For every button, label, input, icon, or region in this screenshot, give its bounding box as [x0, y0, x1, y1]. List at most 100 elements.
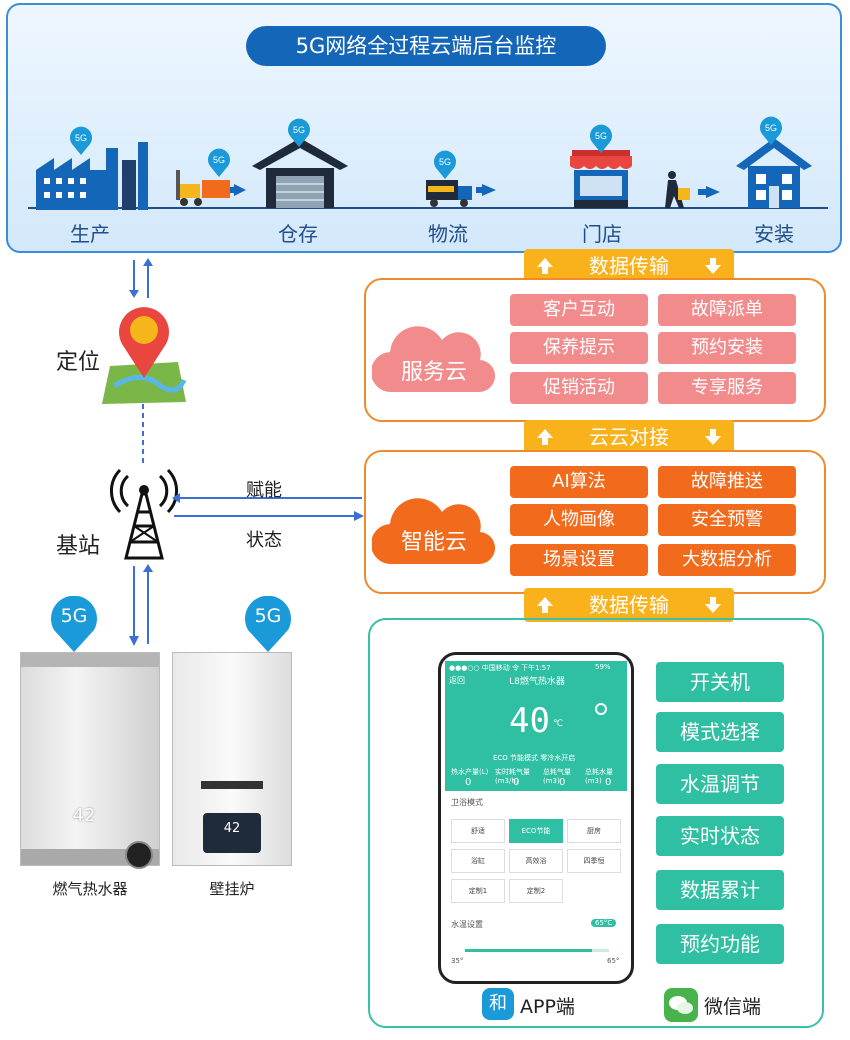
phone-stat-label-2: 总耗气量(m3): [543, 768, 571, 785]
wechat-label: 微信端: [704, 996, 762, 1018]
phone-stat-value-2: 0: [559, 777, 566, 788]
smart-item-fault-push: 故障推送: [658, 466, 796, 498]
service-item-customer-interaction: 客户互动: [510, 294, 648, 326]
svg-text:5G: 5G: [439, 157, 451, 167]
base-station-label: 基站: [56, 534, 101, 559]
store-icon: [570, 150, 632, 208]
heater-label: 燃气热水器: [52, 880, 128, 898]
phone-status-left: ●●●○○ 中国移动 令: [449, 664, 519, 672]
phone-mockup: ●●●○○ 中国移动 令 下午1:57 59% 返回 L8燃气热水器 40 ℃ …: [438, 652, 634, 984]
service-cloud-icon: [372, 326, 495, 393]
delivery-person-icon: [665, 171, 720, 208]
phone-stat-label-3: 总耗水量(m3): [585, 768, 613, 785]
base-station-tower-icon: [109, 468, 179, 560]
svg-text:5G: 5G: [765, 123, 777, 133]
backend-title: 5G网络全过程云端后台监控: [246, 26, 606, 66]
smart-item-safety-alert: 安全预警: [658, 504, 796, 536]
phone-back-button[interactable]: 返回: [449, 676, 465, 685]
badge-5g-boiler-text: 5G: [254, 605, 282, 627]
phone-slider-max: 65°: [607, 957, 620, 965]
app-logo-icon: 和: [482, 988, 514, 1020]
service-item-promotion: 促销活动: [510, 372, 648, 404]
stage-label-store: 门店: [582, 222, 622, 246]
svg-text:5G: 5G: [293, 125, 305, 135]
phone-mode-line: ECO 节能模式 零冷水开启: [493, 754, 576, 762]
phone-temp: 40: [509, 701, 550, 741]
service-cloud-label: 服务云: [400, 360, 467, 385]
phone-mode-kitchen[interactable]: 厨房: [567, 819, 621, 843]
badge-5g-boiler-icon: [245, 596, 291, 652]
truck-icon: [426, 180, 496, 207]
phone-temp-slider-track[interactable]: [465, 949, 609, 952]
phone-stat-value-3: 0: [605, 777, 612, 788]
boiler-label: 壁挂炉: [209, 880, 255, 898]
stage-label-warehouse: 仓存: [278, 222, 318, 246]
app-control-box: [368, 618, 824, 1028]
phone-header: ●●●○○ 中国移动 令 下午1:57 59% 返回 L8燃气热水器 40 ℃ …: [445, 661, 627, 791]
app-label: APP端: [520, 996, 575, 1018]
svg-text:5G: 5G: [75, 133, 87, 143]
down-arrow-icon: [705, 597, 721, 613]
empower-label: 赋能: [246, 480, 282, 501]
dashed-link-icon: [142, 404, 144, 464]
location-label: 定位: [56, 350, 101, 375]
phone-mode-bathtub[interactable]: 浴缸: [451, 849, 505, 873]
badge-5g-forklift-icon: 5G: [208, 148, 230, 177]
badge-5g-heater-text: 5G: [60, 605, 88, 627]
phone-mode-seasons[interactable]: 四季恒: [567, 849, 621, 873]
banner-data-transfer-1-text: 数据传输: [589, 254, 669, 278]
banner-data-transfer-2: 数据传输: [524, 588, 734, 622]
phone-section-modes: 卫浴模式: [451, 798, 483, 807]
updown-arrows-top-icon: [129, 258, 153, 298]
badge-5g-store-icon: 5G: [590, 124, 612, 153]
house-icon: [736, 138, 812, 208]
phone-section-temp: 水温设置: [451, 920, 483, 929]
phone-temp-badge: 65°C: [591, 919, 617, 927]
smart-cloud-icon: [372, 498, 495, 565]
phone-stat-label-1: 实时耗气量(m3/h): [495, 768, 530, 785]
phone-status-right: 59%: [595, 663, 611, 671]
stage-label-logistics: 物流: [428, 222, 468, 246]
service-item-booking-install: 预约安装: [658, 332, 796, 364]
phone-temp-slider-fill: [465, 949, 592, 952]
phone-mode-comfort[interactable]: 舒适: [451, 819, 505, 843]
stage-label-production: 生产: [70, 222, 110, 246]
phone-power-icon[interactable]: [595, 703, 607, 715]
phone-status-time: 下午1:57: [521, 664, 551, 672]
phone-temp-unit: ℃: [553, 719, 564, 729]
badge-5g-heater-icon: [51, 596, 97, 652]
phone-mode-efficient[interactable]: 高效浴: [509, 849, 563, 873]
gas-water-heater: 42: [20, 652, 160, 869]
up-arrow-icon: [537, 597, 553, 613]
banner-data-transfer-2-text: 数据传输: [589, 593, 669, 617]
smart-item-ai-algorithm: AI算法: [510, 466, 648, 498]
down-arrow-icon: [705, 429, 721, 445]
banner-data-transfer-1: 数据传输: [524, 249, 734, 283]
badge-5g-warehouse-icon: 5G: [288, 118, 310, 147]
phone-mode-custom2[interactable]: 定制2: [509, 879, 563, 903]
map-location-icon: [102, 307, 187, 404]
feature-water-temp-button[interactable]: 水温调节: [656, 764, 784, 804]
badge-5g-production-icon: 5G: [70, 126, 92, 155]
phone-stat-value-0: 0: [465, 777, 472, 788]
badge-5g-logistics-icon: 5G: [434, 150, 456, 179]
feature-realtime-status-button[interactable]: 实时状态: [656, 816, 784, 856]
smart-item-scene-setting: 场景设置: [510, 544, 648, 576]
feature-power-button[interactable]: 开关机: [656, 662, 784, 702]
phone-mode-custom1[interactable]: 定制1: [451, 879, 505, 903]
banner-cloud-link: 云云对接: [524, 420, 734, 454]
feature-data-accumulate-button[interactable]: 数据累计: [656, 870, 784, 910]
feature-schedule-button[interactable]: 预约功能: [656, 924, 784, 964]
banner-cloud-link-text: 云云对接: [589, 425, 669, 449]
wechat-icon: [664, 988, 698, 1022]
phone-mode-eco[interactable]: ECO节能: [509, 819, 563, 843]
phone-stat-value-1: 0: [513, 777, 520, 788]
down-arrow-icon: [705, 258, 721, 274]
stage-label-install: 安装: [754, 222, 794, 246]
forklift-icon: [176, 170, 246, 206]
heater-display: 42: [72, 805, 96, 826]
phone-title: L8燃气热水器: [509, 677, 565, 687]
smart-item-big-data: 大数据分析: [658, 544, 796, 576]
feature-mode-select-button[interactable]: 模式选择: [656, 712, 784, 752]
boiler-display: 42: [223, 821, 241, 836]
